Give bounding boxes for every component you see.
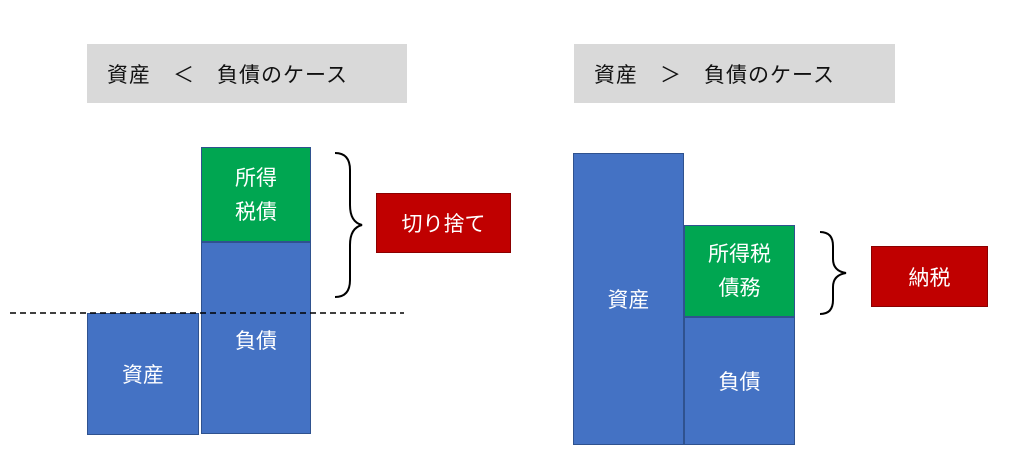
right-asset-box: 資産 xyxy=(573,153,684,445)
left-result-box: 切り捨て xyxy=(376,193,511,253)
right-result-box: 納税 xyxy=(871,246,988,307)
right-asset-label: 資産 xyxy=(607,288,650,312)
left-liability-label: 負債 xyxy=(235,329,277,353)
right-curly-brace xyxy=(819,231,847,315)
left-asset-box: 資産 xyxy=(87,313,199,435)
right-liability-box: 負債 xyxy=(684,317,795,445)
left-liability-box: 負債 xyxy=(201,242,311,434)
right-case-title: 資産 ＞ 負債のケース xyxy=(574,44,895,103)
right-result-label: 納税 xyxy=(908,265,951,290)
left-case-title: 資産 ＜ 負債のケース xyxy=(87,44,407,103)
left-asset-label: 資産 xyxy=(122,363,164,387)
right-case-title-text: 資産 ＞ 負債のケース xyxy=(594,62,835,87)
left-curly-brace xyxy=(334,152,363,298)
right-tax-liability-label: 所得税 債務 xyxy=(708,242,771,300)
right-liability-label: 負債 xyxy=(718,370,761,394)
left-tax-liability-label: 所得 税債 xyxy=(235,165,277,224)
left-tax-liability-box: 所得 税債 xyxy=(201,147,311,242)
left-result-label: 切り捨て xyxy=(401,212,486,236)
right-tax-liability-box: 所得税 債務 xyxy=(684,225,795,317)
left-case-title-text: 資産 ＜ 負債のケース xyxy=(107,62,348,87)
